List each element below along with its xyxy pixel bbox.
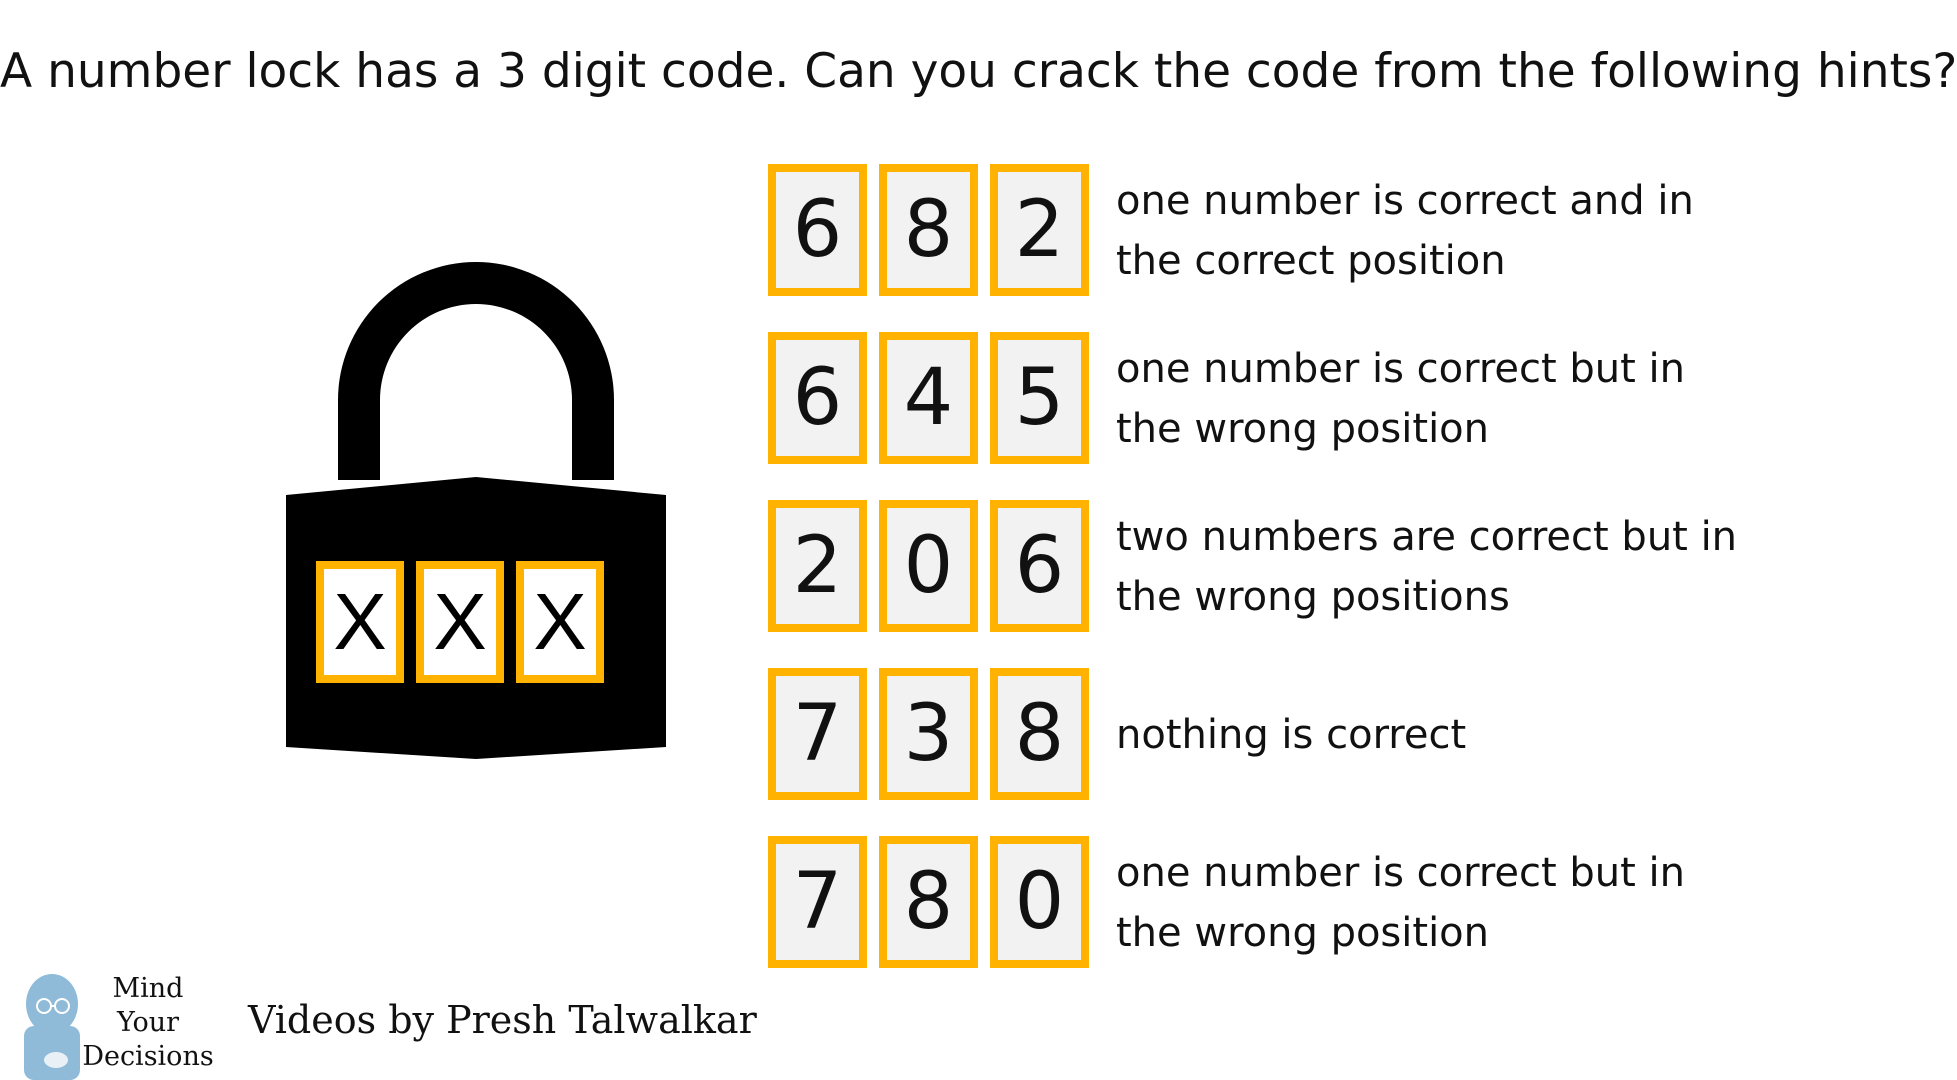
digit-box: 6 bbox=[990, 500, 1089, 632]
digit-box: 8 bbox=[879, 836, 978, 968]
hint-text: nothing is correct bbox=[1116, 712, 1467, 758]
video-credit: Videos by Presh Talwalkar bbox=[248, 998, 757, 1042]
padlock-icon bbox=[286, 262, 666, 759]
puzzle-title: A number lock has a 3 digit code. Can yo… bbox=[0, 44, 1957, 99]
digit-box: 2 bbox=[768, 500, 867, 632]
lock-code-digits: X X X bbox=[316, 561, 604, 683]
digit-box: 7 bbox=[768, 836, 867, 968]
digit-box: 8 bbox=[879, 164, 978, 296]
brand-name-line: Decisions bbox=[82, 1041, 214, 1072]
brand-name-line: Mind bbox=[112, 973, 184, 1004]
digit-box: 7 bbox=[768, 668, 867, 800]
brand-name: Mind Your Decisions bbox=[78, 972, 218, 1074]
digit-box: 5 bbox=[990, 332, 1089, 464]
digit-box: 8 bbox=[990, 668, 1089, 800]
digit-box: 3 bbox=[879, 668, 978, 800]
mind-your-decisions-logo-icon bbox=[24, 974, 80, 1080]
hint-digits: 7 3 8 bbox=[768, 668, 1089, 800]
hint-digits: 7 8 0 bbox=[768, 836, 1089, 968]
hint-row-4: 7 3 8 nothing is correct bbox=[768, 668, 1768, 802]
digit-box: 4 bbox=[879, 332, 978, 464]
hint-row-5: 7 8 0 one number is correct but in the w… bbox=[768, 836, 1768, 970]
digit-box: 2 bbox=[990, 164, 1089, 296]
digit-box: 6 bbox=[768, 164, 867, 296]
hint-row-1: 6 8 2 one number is correct and in the c… bbox=[768, 164, 1768, 298]
hint-digits: 6 4 5 bbox=[768, 332, 1089, 464]
hint-row-2: 6 4 5 one number is correct but in the w… bbox=[768, 332, 1768, 466]
hint-digits: 2 0 6 bbox=[768, 500, 1089, 632]
hint-text: one number is correct and in the correct… bbox=[1116, 178, 1694, 284]
hint-digits: 6 8 2 bbox=[768, 164, 1089, 296]
hint-text: one number is correct but in the wrong p… bbox=[1116, 346, 1686, 452]
brand-name-line: Your bbox=[116, 1007, 180, 1038]
digit-box: 0 bbox=[990, 836, 1089, 968]
padlock: X X X bbox=[282, 262, 670, 765]
lock-digit: X bbox=[416, 561, 504, 683]
digit-box: 0 bbox=[879, 500, 978, 632]
hint-row-3: 2 0 6 two numbers are correct but in the… bbox=[768, 500, 1768, 634]
digit-box: 6 bbox=[768, 332, 867, 464]
lock-digit: X bbox=[516, 561, 604, 683]
hint-text: two numbers are correct but in the wrong… bbox=[1116, 514, 1738, 620]
lock-digit: X bbox=[316, 561, 404, 683]
hint-text: one number is correct but in the wrong p… bbox=[1116, 850, 1686, 956]
